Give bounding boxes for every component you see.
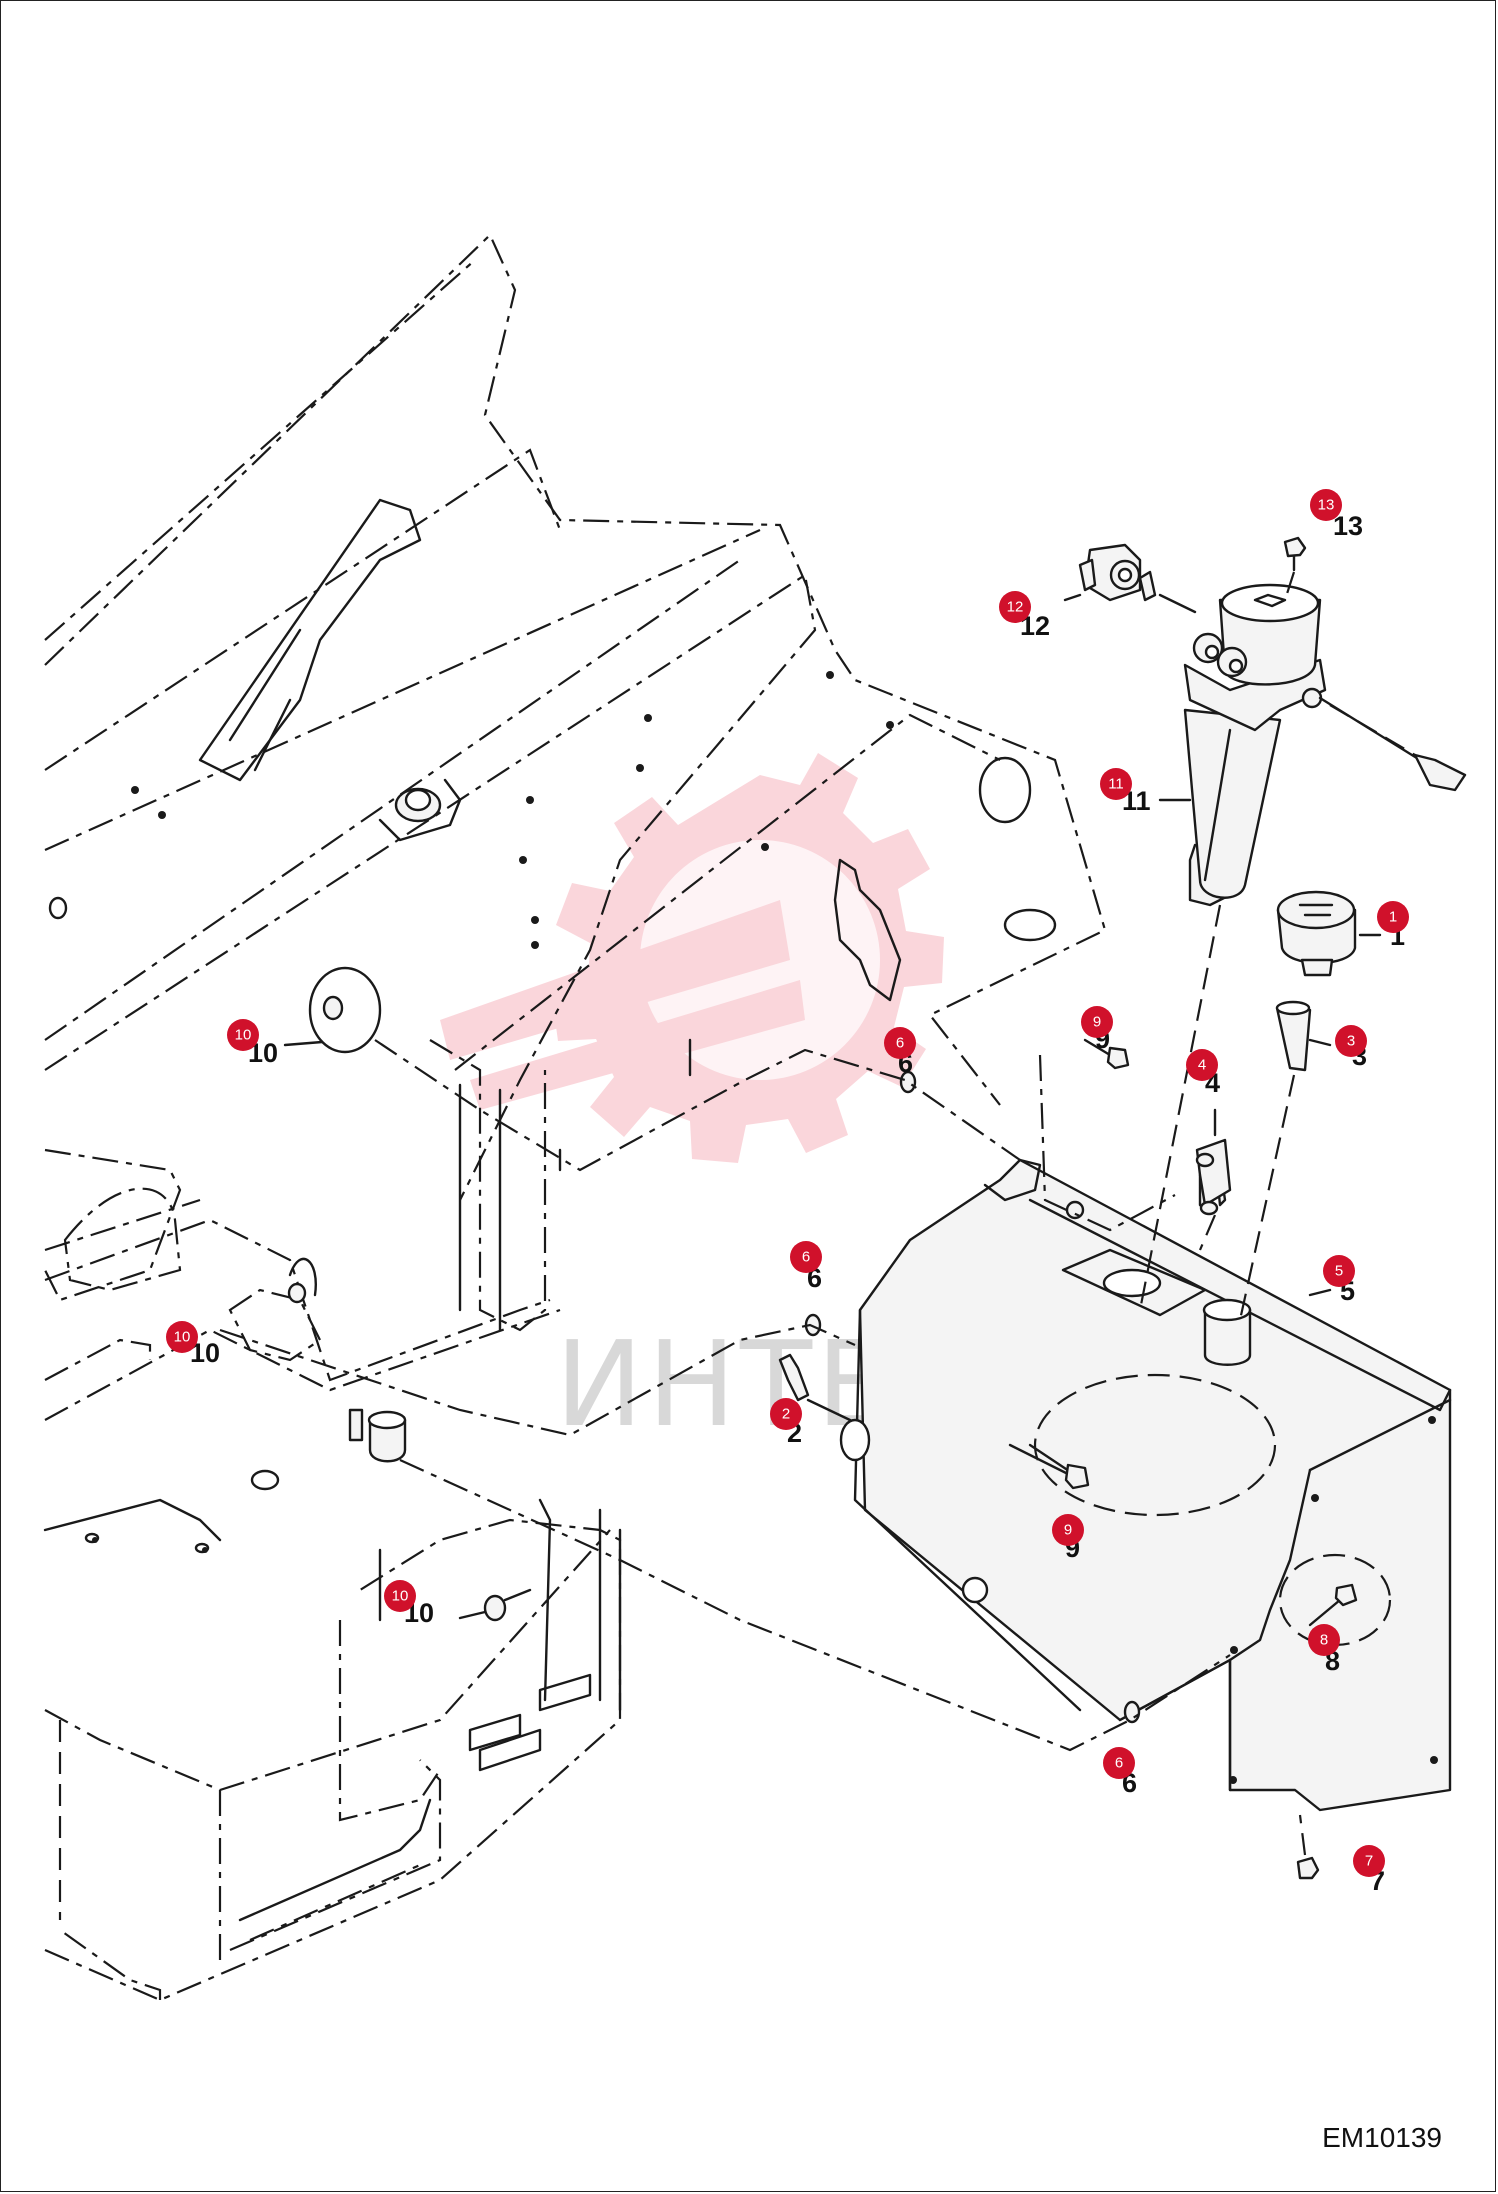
callout-1[interactable]: 1 <box>1377 901 1409 933</box>
svg-text:3: 3 <box>1347 1033 1355 1050</box>
svg-text:9: 9 <box>1093 1014 1101 1031</box>
bolt-9-top[interactable] <box>1083 1038 1130 1070</box>
svg-text:1: 1 <box>1389 909 1397 926</box>
svg-text:6: 6 <box>802 1249 810 1266</box>
svg-text:7: 7 <box>1365 1853 1373 1870</box>
svg-text:9: 9 <box>1064 1522 1072 1539</box>
svg-text:11: 11 <box>1108 776 1124 793</box>
callout-12[interactable]: 12 <box>999 591 1031 623</box>
bolt-8[interactable] <box>1308 1583 1358 1627</box>
svg-text:8: 8 <box>1320 1632 1328 1649</box>
bolt-9-lower[interactable] <box>1008 1443 1090 1490</box>
callout-13[interactable]: 13 <box>1310 489 1342 521</box>
watermark-swoosh <box>440 900 790 1060</box>
callout-10-top[interactable]: 10 <box>227 1019 259 1051</box>
callout-6-mid[interactable]: 6 <box>790 1241 822 1273</box>
svg-text:5: 5 <box>1335 1263 1343 1280</box>
svg-text:2: 2 <box>782 1406 790 1423</box>
part-number-13: 13 <box>1333 511 1363 541</box>
strainer[interactable] <box>1275 1000 1312 1072</box>
callout-10-lower[interactable]: 10 <box>384 1580 416 1612</box>
frame-holes <box>131 671 894 949</box>
callout-7[interactable]: 7 <box>1353 1845 1385 1877</box>
breather-cap[interactable] <box>1276 890 1357 977</box>
svg-text:10: 10 <box>174 1329 191 1346</box>
belly-pan <box>43 1469 622 2002</box>
bolt-13[interactable] <box>1283 536 1307 601</box>
callout-8[interactable]: 8 <box>1308 1624 1340 1656</box>
callout-4[interactable]: 4 <box>1186 1049 1218 1081</box>
svg-text:6: 6 <box>896 1035 904 1052</box>
sleeves <box>348 1408 407 1463</box>
svg-text:12: 12 <box>1007 599 1024 616</box>
svg-text:4: 4 <box>1198 1057 1206 1074</box>
leader-lines <box>283 593 1382 1620</box>
sight-gauge[interactable] <box>1195 1108 1232 1216</box>
callout-9-top[interactable]: 9 <box>1081 1006 1113 1038</box>
callout-2[interactable]: 2 <box>770 1398 802 1430</box>
callout-5[interactable]: 5 <box>1323 1255 1355 1287</box>
watermark-gear <box>552 753 944 1163</box>
svg-text:10: 10 <box>392 1588 409 1605</box>
callout-6-top[interactable]: 6 <box>884 1027 916 1059</box>
callout-11[interactable]: 11 <box>1100 768 1132 800</box>
drawing-code: EM10139 <box>1322 2122 1442 2153</box>
hydraulic-tank[interactable] <box>839 1158 1452 1812</box>
callout-9-lower[interactable]: 9 <box>1052 1514 1084 1546</box>
nut-7[interactable] <box>1296 1814 1320 1880</box>
fitting-2[interactable] <box>778 1353 852 1422</box>
svg-text:10: 10 <box>235 1027 252 1044</box>
filter-assembly[interactable] <box>1183 583 1467 907</box>
chassis-frame <box>44 233 1107 1421</box>
svg-text:6: 6 <box>1115 1755 1123 1772</box>
callout-10-mid[interactable]: 10 <box>166 1321 198 1353</box>
callout-6-lower[interactable]: 6 <box>1103 1747 1135 1779</box>
assembly-lines <box>219 904 1296 1752</box>
mount-pads-10[interactable] <box>287 966 532 1622</box>
callout-3[interactable]: 3 <box>1335 1025 1367 1057</box>
svg-text:13: 13 <box>1318 497 1335 514</box>
watermark-logo <box>440 753 944 1163</box>
tee-fitting[interactable] <box>1078 543 1197 614</box>
